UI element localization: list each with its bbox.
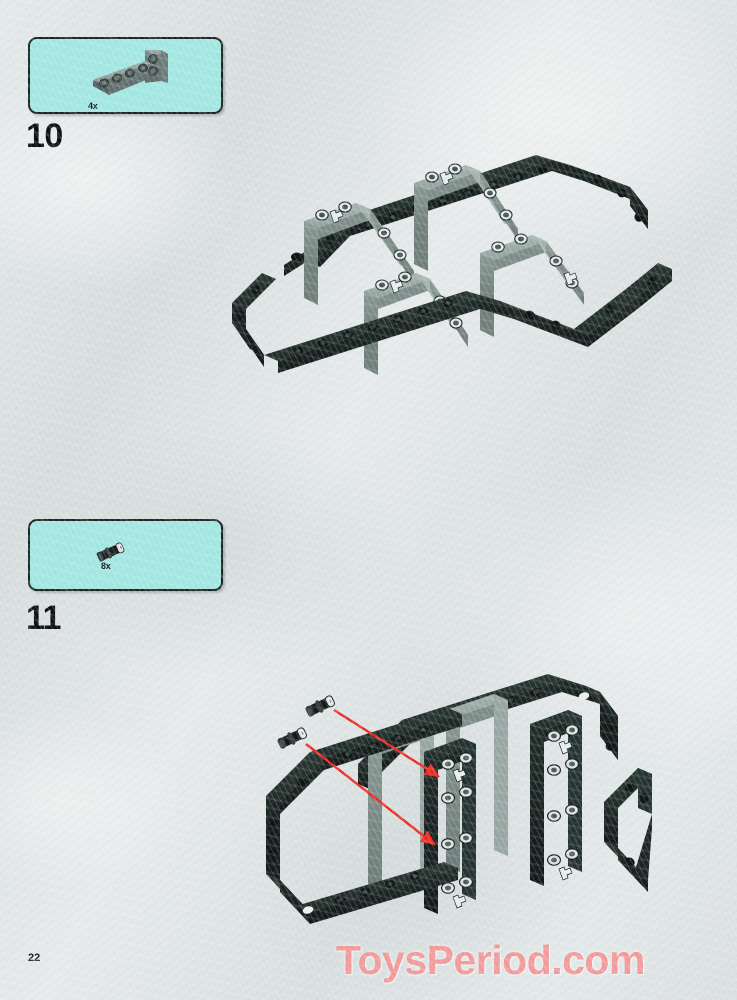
part-quantity-step-10: 4x [88, 101, 98, 111]
gray-angular-beam-1 [304, 201, 414, 305]
gray-angular-beam-2 [414, 163, 518, 271]
parts-callout-step-10: 4x [28, 37, 223, 114]
loose-connector-pin-lower [277, 727, 307, 749]
assembly-illustration-step-11 [248, 648, 668, 953]
watermark: ToysPeriod.com [336, 937, 645, 983]
step-number-10: 10 [26, 117, 63, 155]
part-icon-angular-beam-3x5 [82, 47, 182, 105]
black-frame-beam-front [232, 263, 672, 373]
black-vertical-beam-right [530, 710, 582, 886]
part-icon-connector-pin [94, 540, 130, 564]
step-number-11: 11 [26, 599, 61, 637]
assembly-illustration-step-10 [218, 143, 688, 401]
black-frame-beam-front-11 [266, 708, 462, 924]
insert-arrow-upper [333, 708, 441, 778]
insert-arrow-lower [305, 743, 436, 846]
parts-callout-step-11: 8x [28, 519, 223, 591]
page-number: 22 [28, 952, 41, 964]
loose-connector-pin-upper [305, 695, 335, 717]
black-frame-beam-right-11 [604, 768, 652, 892]
part-quantity-step-11: 8x [101, 561, 111, 571]
